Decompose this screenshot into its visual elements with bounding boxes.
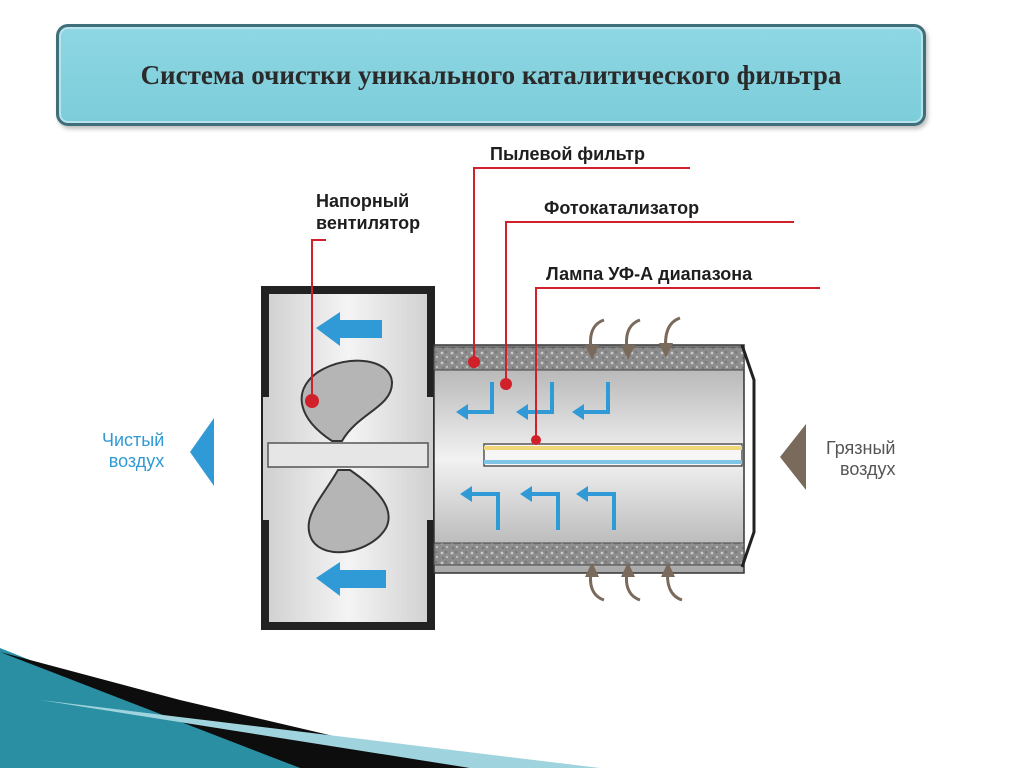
internal-flow-arrows [456,382,616,530]
page-title: Система очистки уникального каталитическ… [140,60,842,90]
decor-swoosh [0,648,600,768]
clean-air-arrow [190,418,214,486]
clean-air-label: Чистый воздух [102,430,165,471]
photocatalyst-label: Фотокатализатор [544,198,700,218]
fan-label: Напорный вентилятор [316,191,421,233]
title-box: Система очистки уникального каталитическ… [56,24,926,126]
dirty-air-arrow [780,424,806,490]
callout-dots [305,356,541,445]
dust-filter-label: Пылевой фильтр [490,144,645,164]
dirty-air-label: Грязный воздух [826,438,896,479]
uv-lamp [483,443,743,467]
callout-lines [311,167,820,438]
uv-lamp-label: Лампа УФ-А диапазона [546,264,753,284]
fan-housing [261,286,435,630]
intake-arrows [585,316,683,602]
